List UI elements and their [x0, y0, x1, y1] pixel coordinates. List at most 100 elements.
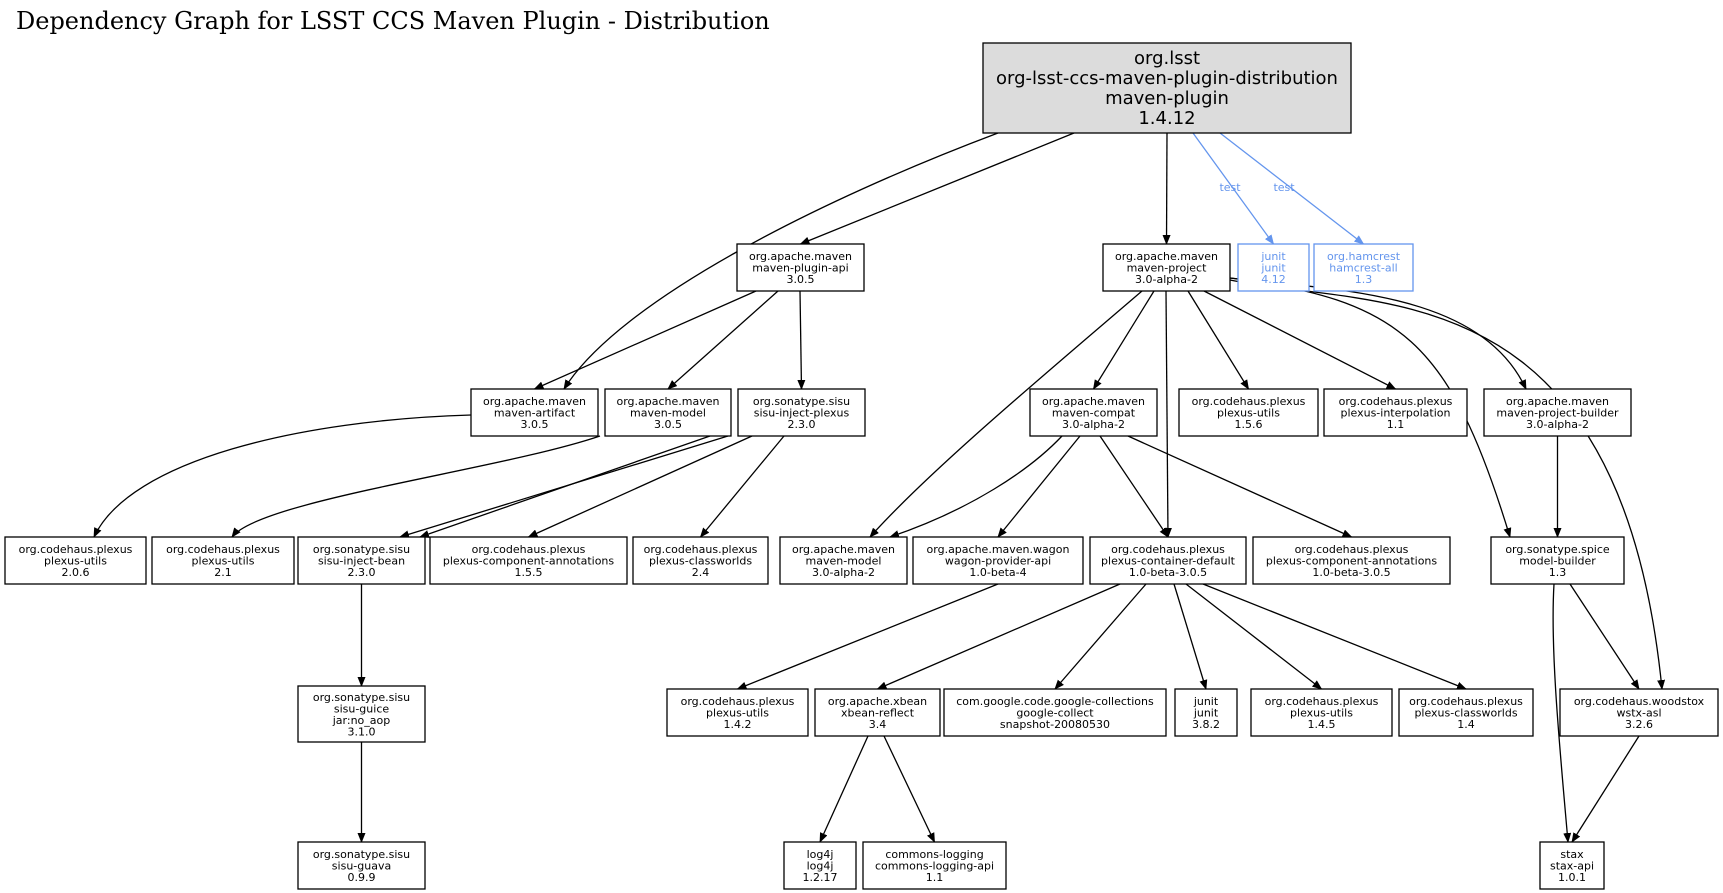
edge-maven_project-to-wstx [1229, 279, 1666, 690]
node-label-line: google-collect [1016, 707, 1094, 720]
node-box [814, 688, 941, 737]
node-label-line: maven-compat [1052, 407, 1136, 420]
node-label-line: 1.1 [1387, 418, 1405, 431]
node-label-line: org.sonatype.sisu [313, 543, 410, 556]
node-label-line: 3.0-alpha-2 [1526, 418, 1589, 431]
node-label-line: log4j [807, 860, 834, 873]
node-label-line: 2.0.6 [62, 566, 90, 579]
node-label-line: sisu-guava [332, 860, 391, 873]
edge-pcd-to-pcw_14 [1202, 583, 1467, 690]
edge-maven_project-to-pu_156 [1187, 290, 1250, 390]
edge-wagon-to-pu_142 [736, 583, 999, 690]
node-label-line: 1.3 [1549, 566, 1567, 579]
node-box [297, 685, 426, 743]
node-box [1559, 688, 1719, 737]
node-label-line: 1.0-beta-3.0.5 [1312, 566, 1390, 579]
node-label-line: plexus-classworlds [1414, 707, 1517, 720]
edge-compat-to-wagon [997, 435, 1081, 538]
node-google: com.google.code.google-collectionsgoogle… [943, 688, 1167, 737]
node-label-line: 1.4.12 [1138, 108, 1195, 129]
edge-inject_plexus-to-pca_155 [527, 435, 753, 538]
node-label-line: 3.0-alpha-2 [1062, 418, 1125, 431]
node-box [151, 536, 295, 585]
node-label-line: sisu-inject-plexus [754, 407, 850, 420]
node-label-line: 4.12 [1261, 273, 1286, 286]
node-label-line: org-lsst-ccs-maven-plugin-distribution [996, 68, 1338, 89]
edge-model_builder-to-wstx [1569, 583, 1640, 690]
node-label-line: stax-api [1550, 860, 1594, 873]
node-label-line: org.sonatype.sisu [313, 848, 410, 861]
node-label-line: org.apache.xbean [828, 695, 927, 708]
node-label-line: 1.3 [1355, 273, 1373, 286]
edge-xbean-to-log4j [819, 735, 869, 843]
node-label-line: junit [1260, 250, 1286, 263]
node-box [4, 536, 147, 585]
node-box [297, 536, 426, 585]
node-box [1089, 536, 1247, 585]
node-label-line: org.codehaus.plexus [1265, 695, 1379, 708]
node-label-line: wagon-provider-api [945, 555, 1051, 568]
node-label-line: plexus-utils [192, 555, 255, 568]
edge-root-to-maven_project [1162, 132, 1171, 245]
node-label-line: org.apache.maven [483, 395, 586, 408]
node-label-line: 1.4.2 [724, 718, 752, 731]
edge-wstx-to-stax [1571, 735, 1640, 843]
node-root: org.lsstorg-lsst-ccs-maven-plugin-distri… [982, 42, 1352, 134]
node-box [470, 388, 599, 437]
node-box [982, 42, 1352, 134]
edge-maven_project-to-compat [1092, 290, 1155, 390]
node-label-line: 3.2.6 [1625, 718, 1653, 731]
node-label-line: commons-logging-api [875, 860, 994, 873]
node-label-line: org.codehaus.plexus [166, 543, 280, 556]
node-label-line: 3.8.2 [1192, 718, 1220, 731]
edge-root-to-artifact [563, 132, 999, 390]
node-label-line: plexus-container-default [1101, 555, 1236, 568]
edge-artifact-to-pu_206 [93, 414, 472, 538]
edge-label-junit_412: test [1219, 181, 1241, 194]
node-label-line: sisu-inject-bean [318, 555, 405, 568]
edge-plugin_api-to-artifact [533, 290, 757, 390]
node-label-line: 3.0.5 [521, 418, 549, 431]
node-label-line: sisu-guice [334, 702, 390, 715]
edge-model_305-to-pu_21 [231, 435, 601, 538]
node-label-line: maven-project [1127, 262, 1208, 275]
node-label-line: org.sonatype.spice [1505, 543, 1610, 556]
node-label-line: org.apache.maven [792, 543, 895, 556]
node-label-line: 0.9.9 [348, 871, 376, 884]
node-label-line: 2.4 [692, 566, 710, 579]
node-label-line: org.apache.maven.wagon [927, 543, 1070, 556]
node-label-line: xbean-reflect [841, 707, 915, 720]
node-label-line: org.codehaus.plexus [1409, 695, 1523, 708]
node-label-line: plexus-classworlds [649, 555, 752, 568]
node-label-line: org.sonatype.sisu [753, 395, 850, 408]
node-label-line: hamcrest-all [1329, 262, 1397, 275]
node-box [429, 536, 628, 585]
node-label-line: maven-plugin [1105, 88, 1229, 109]
node-pca_beta: org.codehaus.plexusplexus-component-anno… [1252, 536, 1451, 585]
node-interp: org.codehaus.plexusplexus-interpolation1… [1323, 388, 1468, 437]
node-label-line: model-builder [1519, 555, 1596, 568]
node-label-line: 1.0-beta-4 [969, 566, 1026, 579]
node-label-line: plexus-utils [706, 707, 769, 720]
node-label-line: com.google.code.google-collections [956, 695, 1154, 708]
node-label-line: 1.0-beta-3.0.5 [1129, 566, 1207, 579]
node-label-line: org.codehaus.plexus [1295, 543, 1409, 556]
graph-title: Dependency Graph for LSST CCS Maven Plug… [16, 7, 770, 35]
edge-pcd-to-pu_145 [1185, 583, 1323, 690]
node-label-line: org.apache.maven [1115, 250, 1218, 263]
edge-root-to-plugin_api [799, 132, 1075, 245]
